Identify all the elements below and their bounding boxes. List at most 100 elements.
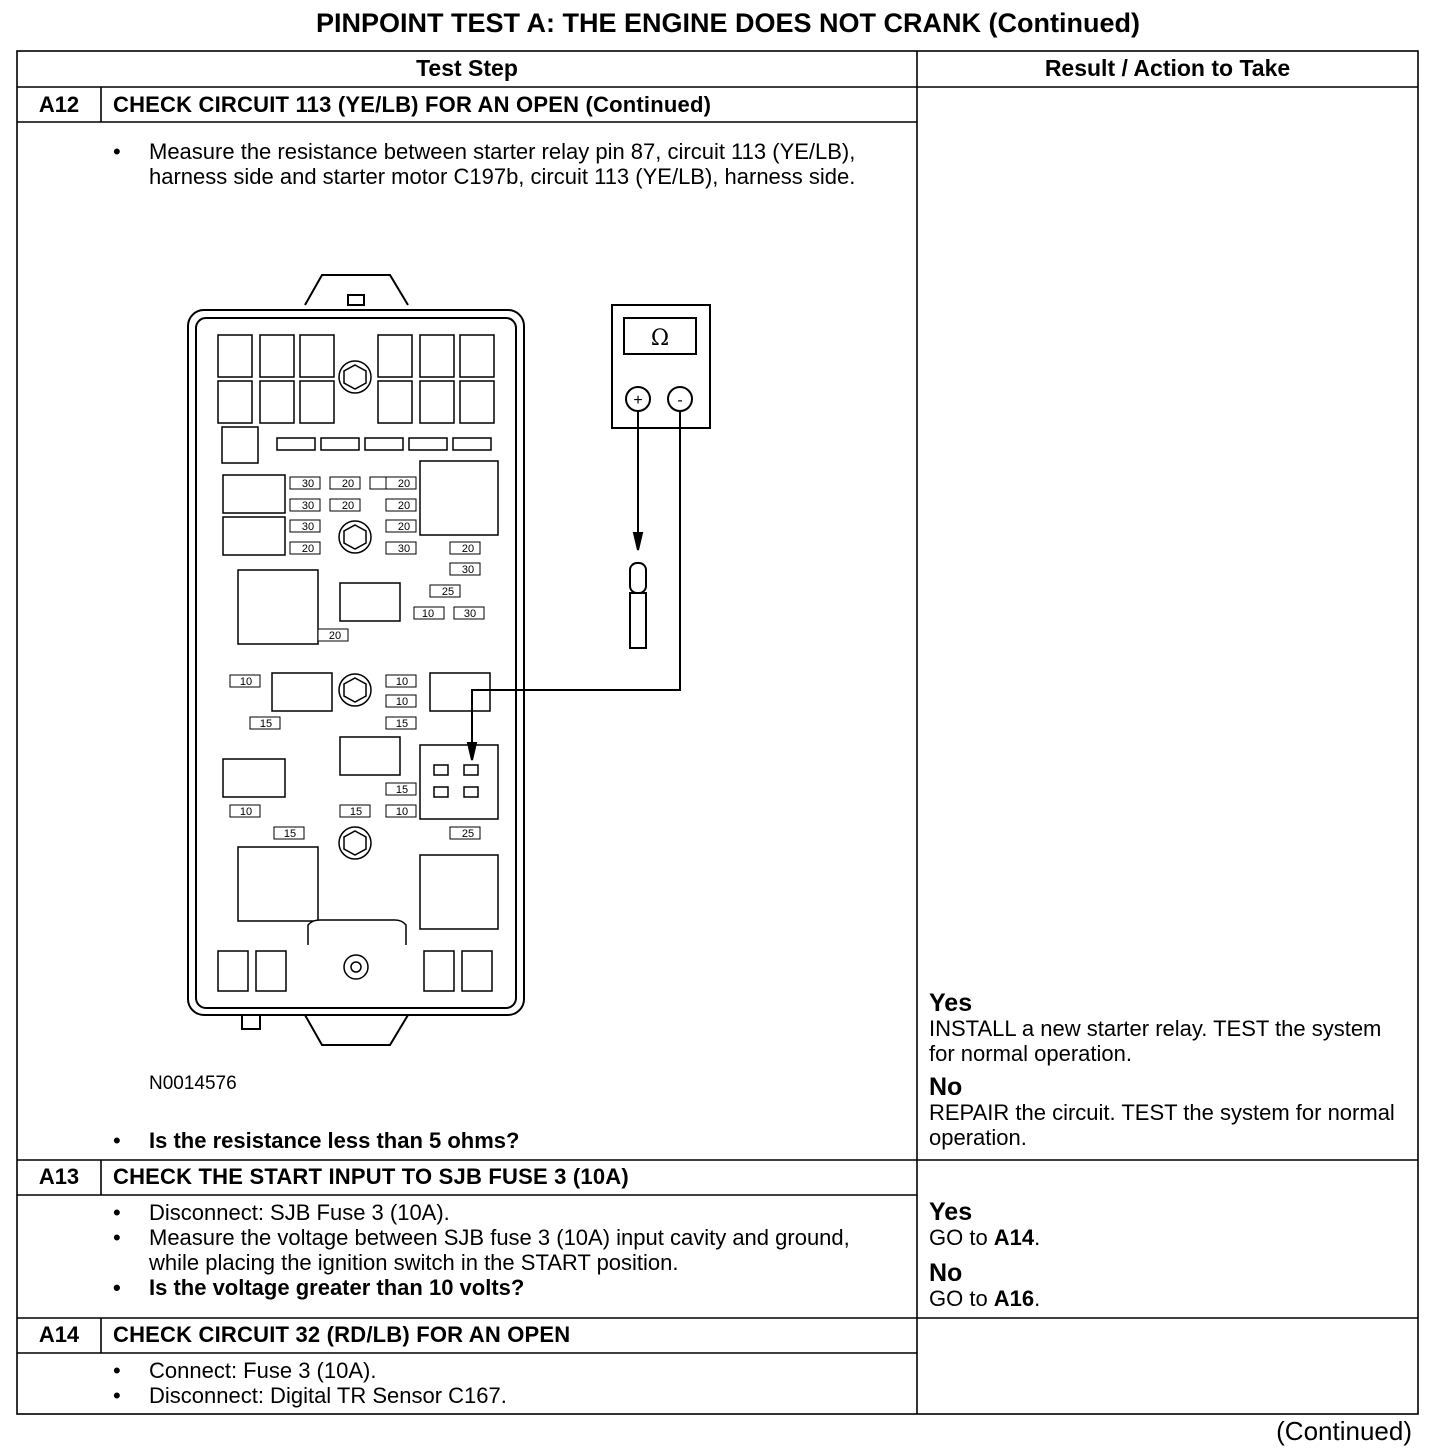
bullet-dot: • xyxy=(113,1128,121,1153)
bullet-text: Disconnect: Digital TR Sensor C167. xyxy=(149,1383,507,1408)
svg-text:-: - xyxy=(677,392,682,409)
maxi-fuse xyxy=(217,380,253,424)
bullet-dot: • xyxy=(113,1358,121,1383)
maxi-fuse xyxy=(299,380,335,424)
relay xyxy=(222,758,286,798)
svg-text:+: + xyxy=(633,392,642,409)
starter-relay xyxy=(419,744,499,820)
punctuation: . xyxy=(1034,1286,1041,1311)
relay xyxy=(339,736,401,776)
step-question-a12: • Is the resistance less than 5 ohms? xyxy=(113,1128,520,1153)
step-heading-a12: CHECK CIRCUIT 113 (YE/LB) FOR AN OPEN (C… xyxy=(113,92,712,117)
svg-text:10: 10 xyxy=(396,806,408,818)
question-text: Is the voltage greater than 10 volts? xyxy=(149,1275,525,1300)
svg-text:10: 10 xyxy=(240,806,252,818)
relay xyxy=(429,672,491,712)
step-heading-a14: CHECK CIRCUIT 32 (RD/LB) FOR AN OPEN xyxy=(113,1322,571,1347)
svg-text:20: 20 xyxy=(342,478,354,490)
negative-lead xyxy=(471,411,681,745)
maxi-fuse xyxy=(377,334,413,378)
svg-text:10: 10 xyxy=(240,676,252,688)
continued-note: (Continued) xyxy=(1276,1416,1412,1446)
bullet-dot: • xyxy=(113,1275,121,1300)
bullet-dot: • xyxy=(113,1200,121,1225)
question-text: Is the resistance less than 5 ohms? xyxy=(149,1128,520,1153)
maxi-fuse xyxy=(377,380,413,424)
relay xyxy=(222,516,286,556)
step-bullet-a12-1: • Measure the resistance between starter… xyxy=(113,139,889,189)
svg-text:25: 25 xyxy=(462,828,474,840)
maxi-fuse xyxy=(259,334,295,378)
svg-text:10: 10 xyxy=(396,676,408,688)
svg-text:20: 20 xyxy=(302,543,314,555)
maxi-fuse xyxy=(419,334,455,378)
svg-text:25: 25 xyxy=(442,586,454,598)
bullet-text: Measure the resistance between starter r… xyxy=(149,139,856,189)
maxi-fuse xyxy=(419,380,455,424)
step-bullet-a13-2: • Measure the voltage between SJB fuse 3… xyxy=(113,1225,889,1275)
svg-text:20: 20 xyxy=(398,521,410,533)
relay xyxy=(419,854,499,930)
result-yes-label: Yes xyxy=(929,989,973,1017)
svg-text:20: 20 xyxy=(342,500,354,512)
bullet-dot: • xyxy=(113,1225,121,1250)
bullet-text: Measure the voltage between SJB fuse 3 (… xyxy=(149,1225,850,1275)
goto-step-link[interactable]: A16 xyxy=(993,1286,1035,1311)
relay xyxy=(237,569,319,645)
maxi-fuse xyxy=(299,334,335,378)
maxi-fuse xyxy=(459,380,495,424)
svg-text:15: 15 xyxy=(284,828,296,840)
result-yes-label: Yes xyxy=(929,1198,973,1226)
step-id-a14: A14 xyxy=(38,1322,80,1347)
svg-text:20: 20 xyxy=(398,500,410,512)
result-a13: Yes GO to A14. No GO to A16. xyxy=(929,1199,1407,1311)
svg-text:30: 30 xyxy=(398,543,410,555)
column-header-step: Test Step xyxy=(416,55,518,81)
svg-text:10: 10 xyxy=(396,696,408,708)
bullet-text: Connect: Fuse 3 (10A). xyxy=(149,1358,377,1383)
relay xyxy=(271,672,333,712)
svg-text:30: 30 xyxy=(462,564,474,576)
goto-step-link[interactable]: A14 xyxy=(993,1225,1035,1250)
relay xyxy=(237,846,319,922)
svg-text:30: 30 xyxy=(302,478,314,490)
step-bullet-a13-1: • Disconnect: SJB Fuse 3 (10A). xyxy=(113,1200,889,1225)
step-bullet-a14-1: • Connect: Fuse 3 (10A). xyxy=(113,1358,889,1383)
result-no-text: REPAIR the circuit. TEST the system for … xyxy=(929,1100,1395,1150)
svg-text:30: 30 xyxy=(464,608,476,620)
column-header-result: Result / Action to Take xyxy=(1044,55,1291,81)
svg-text:30: 30 xyxy=(302,521,314,533)
figure-id: N0014576 xyxy=(149,1073,237,1094)
maxi-fuse xyxy=(459,334,495,378)
goto-prefix: GO to xyxy=(929,1286,994,1311)
punctuation: . xyxy=(1034,1225,1041,1250)
step-bullet-a14-2: • Disconnect: Digital TR Sensor C167. xyxy=(113,1383,889,1408)
svg-text:15: 15 xyxy=(350,806,362,818)
svg-text:15: 15 xyxy=(260,718,272,730)
step-heading-a13: CHECK THE START INPUT TO SJB FUSE 3 (10A… xyxy=(113,1164,629,1189)
svg-text:15: 15 xyxy=(396,784,408,796)
result-no-label: No xyxy=(929,1259,963,1287)
bullet-dot: • xyxy=(113,1383,121,1408)
relay xyxy=(339,582,401,622)
relay xyxy=(222,474,286,514)
result-a12: Yes INSTALL a new starter relay. TEST th… xyxy=(929,990,1407,1150)
relay xyxy=(419,460,499,536)
svg-text:15: 15 xyxy=(396,718,408,730)
svg-text:20: 20 xyxy=(462,543,474,555)
svg-text:20: 20 xyxy=(329,630,341,642)
maxi-fuse xyxy=(217,334,253,378)
ohm-symbol: Ω xyxy=(651,326,669,351)
page-title: PINPOINT TEST A: THE ENGINE DOES NOT CRA… xyxy=(316,8,1140,38)
bullet-text: Disconnect: SJB Fuse 3 (10A). xyxy=(149,1200,450,1225)
svg-text:10: 10 xyxy=(422,608,434,620)
svg-text:20: 20 xyxy=(398,478,410,490)
goto-prefix: GO to xyxy=(929,1225,994,1250)
result-yes-text: INSTALL a new starter relay. TEST the sy… xyxy=(929,1016,1382,1066)
result-no-label: No xyxy=(929,1073,963,1101)
step-id-a13: A13 xyxy=(38,1164,80,1189)
bullet-dot: • xyxy=(113,139,121,164)
maxi-fuse xyxy=(259,380,295,424)
